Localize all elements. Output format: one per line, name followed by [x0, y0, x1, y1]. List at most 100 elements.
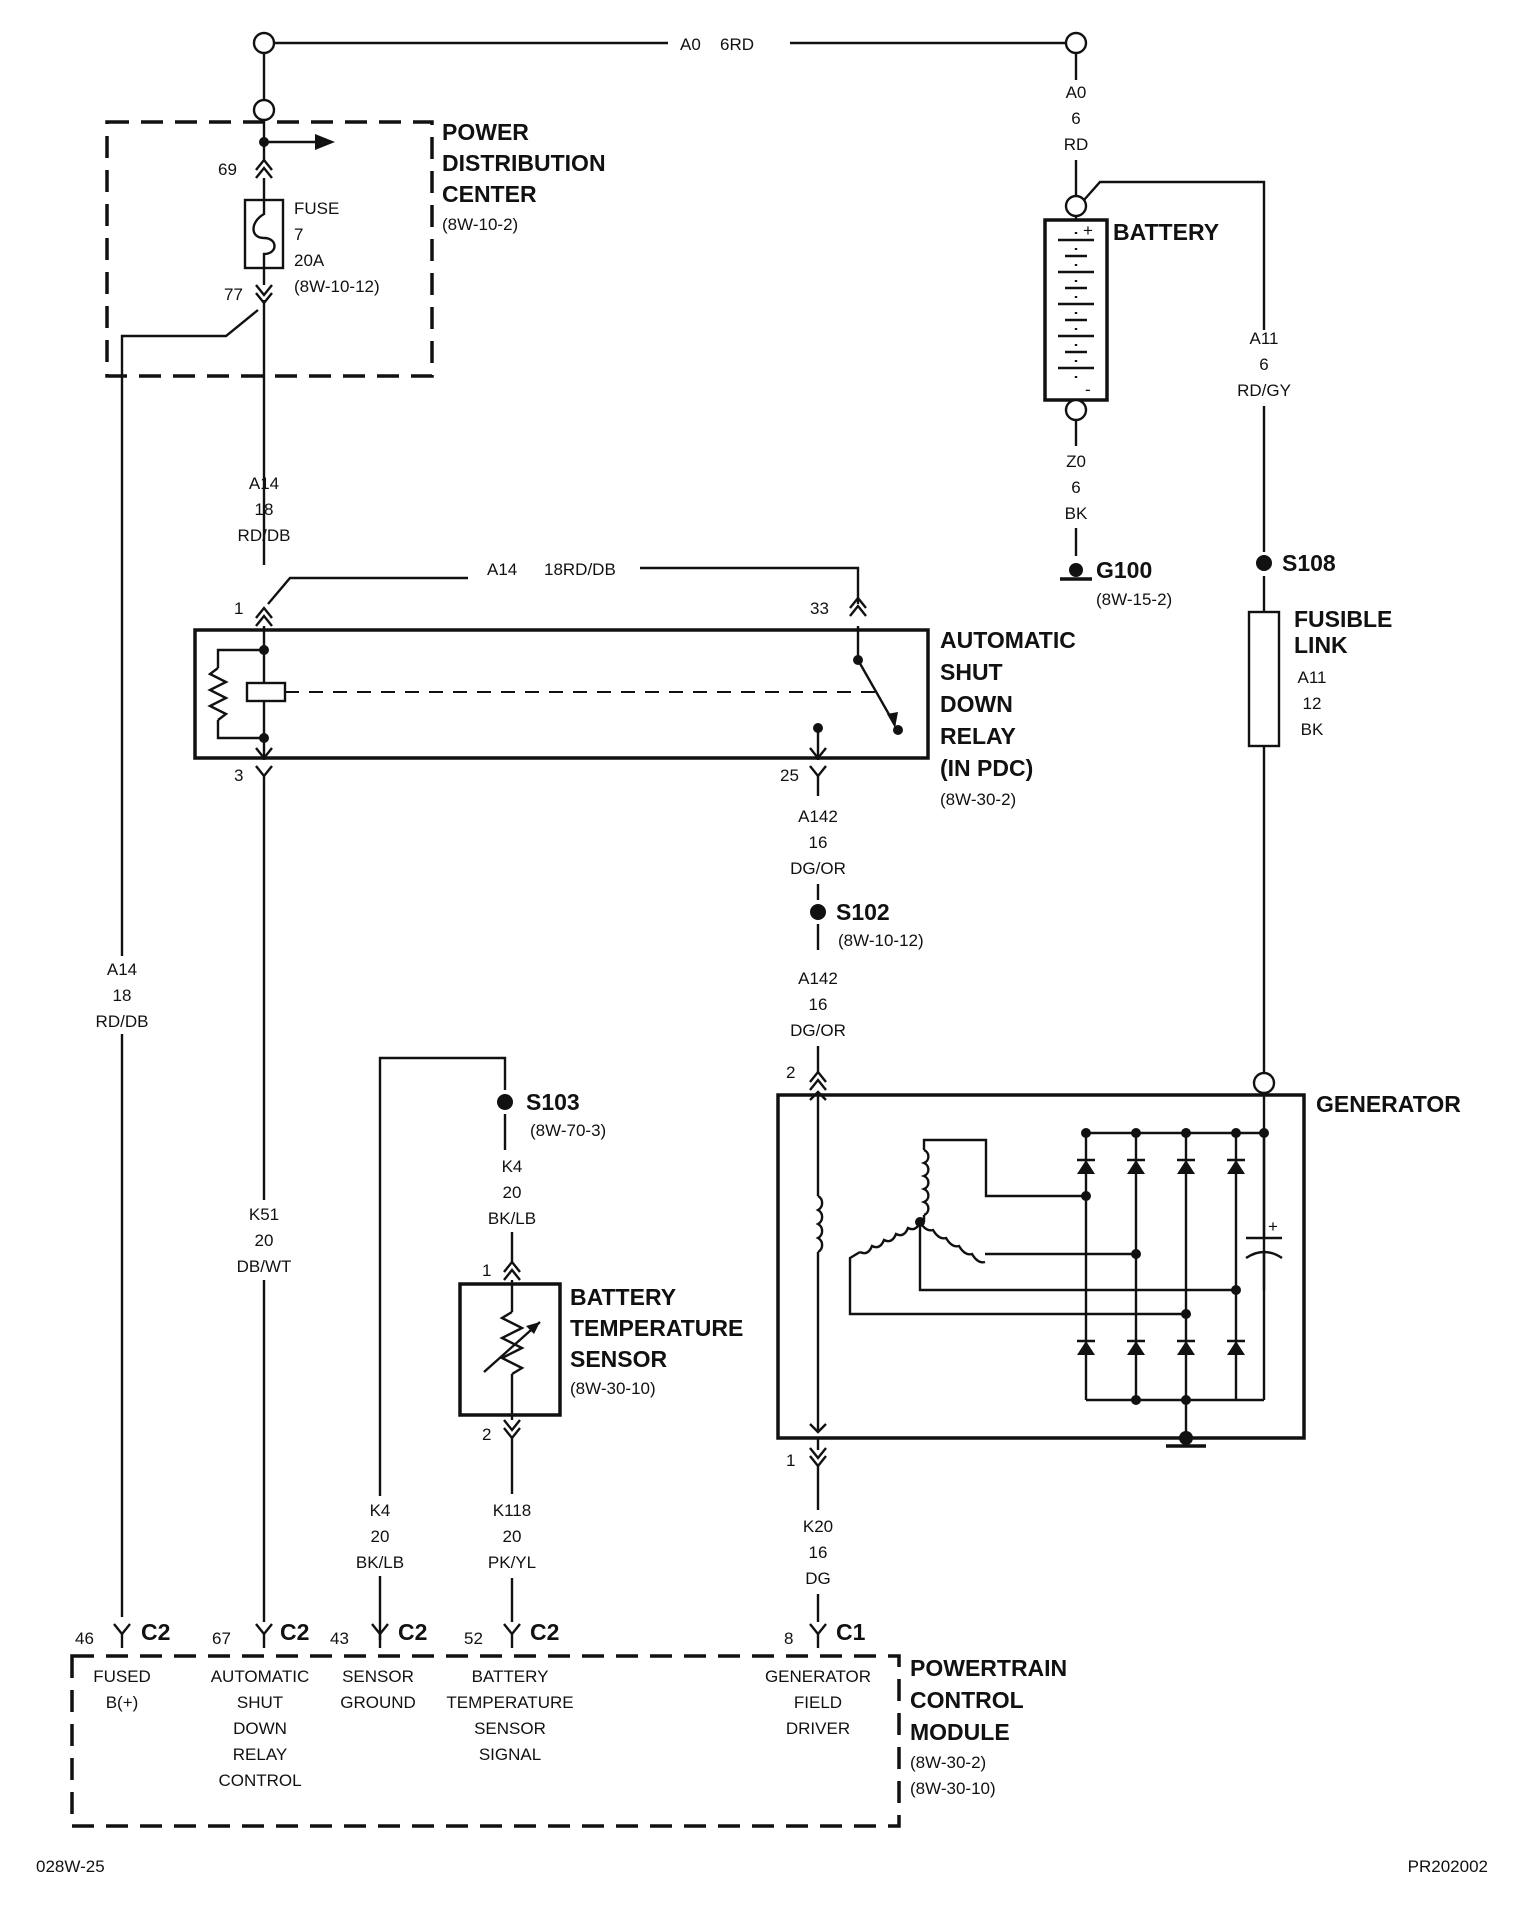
relay-switch-icon	[813, 626, 903, 760]
s108-title: S108	[1282, 550, 1336, 576]
relay-coil-icon	[207, 626, 287, 760]
z0-color: BK	[1065, 504, 1088, 523]
power-distribution-center: 69 FUSE 7 20A (8W-10-12) 77 POWER DISTRI…	[105, 98, 606, 1617]
a11-circuit: A11	[1250, 329, 1279, 348]
svg-text:GENERATOR: GENERATOR	[765, 1667, 871, 1686]
svg-text:AUTOMATIC: AUTOMATIC	[211, 1667, 310, 1686]
bts-pin-2: 2	[482, 1425, 491, 1444]
splice-s102-icon	[810, 904, 826, 920]
k4-lower-color: BK/LB	[356, 1553, 404, 1572]
k51-color: DB/WT	[237, 1257, 292, 1276]
k51-gauge: 20	[255, 1231, 274, 1250]
wire-a0-top: A0 6RD	[252, 31, 1088, 100]
g100-title: G100	[1096, 557, 1152, 583]
asd-title-1: AUTOMATIC	[940, 627, 1076, 653]
wire-k51: K51 20 DB/WT	[236, 776, 294, 1622]
a142-upper-gauge: 16	[809, 833, 828, 852]
relay-box	[193, 628, 930, 760]
splice-s108-icon	[1256, 555, 1272, 571]
pdc-title-3: CENTER	[442, 181, 537, 207]
svg-text:C2: C2	[280, 1619, 309, 1645]
svg-text:SIGNAL: SIGNAL	[479, 1745, 541, 1764]
wire-a0-spec: 6RD	[720, 35, 754, 54]
cap-plus: +	[1268, 1217, 1278, 1236]
pcm-pin-46: 46 C2 FUSED B(+)	[75, 1619, 170, 1712]
generator-ground-icon	[1166, 1400, 1206, 1448]
field-winding-icon	[809, 1090, 827, 1434]
wire-k118: K118 20 PK/YL	[488, 1438, 536, 1622]
gen-pin-2: 2	[786, 1063, 795, 1082]
pdc-title-1: POWER	[442, 119, 529, 145]
capacitor-icon	[1245, 1133, 1283, 1290]
fusible-link-circuit: A11 6 RD/GY S108 FUSIBLE LINK A11 12 BK	[1237, 329, 1392, 1095]
k51-circuit: K51	[249, 1205, 279, 1224]
k4-upper-color: BK/LB	[488, 1209, 536, 1228]
pcm-pin-8: 8 C1 GENERATOR FIELD DRIVER	[765, 1619, 871, 1738]
pcm-pin-67: 67 C2 AUTOMATIC SHUT DOWN RELAY CONTROL	[211, 1619, 310, 1790]
a14-upper-color: RD/DB	[238, 526, 291, 545]
asd-title-2: SHUT	[940, 659, 1003, 685]
k118-gauge: 20	[503, 1527, 522, 1546]
a142-upper-circuit: A142	[798, 807, 838, 826]
svg-text:SENSOR: SENSOR	[342, 1667, 414, 1686]
k4-lower-circuit: K4	[370, 1501, 391, 1520]
svg-text:C2: C2	[530, 1619, 559, 1645]
fuse-number: 7	[294, 225, 303, 244]
k20-circuit: K20	[803, 1517, 833, 1536]
svg-text:C2: C2	[141, 1619, 170, 1645]
a142-upper-color: DG/OR	[790, 859, 846, 878]
asd-pin-25: 25	[780, 766, 799, 785]
k4-upper-circuit: K4	[502, 1157, 523, 1176]
a14-upper-gauge: 18	[255, 500, 274, 519]
bts-ref: (8W-30-10)	[570, 1379, 656, 1398]
stator-winding-icon	[848, 1138, 1236, 1316]
svg-text:46: 46	[75, 1629, 94, 1648]
pcm-pin-43: 43 C2 SENSOR GROUND	[330, 1619, 427, 1712]
svg-text:GROUND: GROUND	[340, 1693, 416, 1712]
fuse-pin-69: 69	[218, 160, 237, 179]
pcm-title-1: POWERTRAIN	[910, 1655, 1067, 1681]
svg-text:C2: C2	[398, 1619, 427, 1645]
s103-title: S103	[526, 1089, 580, 1115]
svg-text:43: 43	[330, 1629, 349, 1648]
s102-title: S102	[836, 899, 890, 925]
ground-g100-icon	[1060, 563, 1092, 581]
fusible-link-gauge: 12	[1303, 694, 1322, 713]
asd-pin-33: 33	[810, 599, 829, 618]
a14-left-circuit: A14	[107, 960, 137, 979]
battery-title: BATTERY	[1113, 219, 1219, 245]
a142-lower-color: DG/OR	[790, 1021, 846, 1040]
svg-text:SHUT: SHUT	[237, 1693, 283, 1712]
pcm-ref-1: (8W-30-2)	[910, 1753, 986, 1772]
z0-gauge: 6	[1071, 478, 1080, 497]
svg-text:C1: C1	[836, 1619, 866, 1645]
pcm-title-3: MODULE	[910, 1719, 1010, 1745]
svg-text:TEMPERATURE: TEMPERATURE	[446, 1693, 573, 1712]
a0-vert-color: RD	[1064, 135, 1089, 154]
svg-text:67: 67	[212, 1629, 231, 1648]
a14-upper-circuit: A14	[249, 474, 279, 493]
fuse-rating: 20A	[294, 251, 325, 270]
a11-gauge: 6	[1259, 355, 1268, 374]
fusible-link-title-2: LINK	[1294, 632, 1348, 658]
asd-pin-1: 1	[234, 599, 243, 618]
wire-a142: A142 16 DG/OR S102 (8W-10-12) A142 16 DG…	[790, 776, 924, 1072]
wire-a14-left: A14 18 RD/DB	[90, 956, 156, 1034]
k4-upper-gauge: 20	[503, 1183, 522, 1202]
z0-circuit: Z0	[1066, 452, 1086, 471]
svg-text:CONTROL: CONTROL	[218, 1771, 301, 1790]
a0-vert-circuit: A0	[1066, 83, 1087, 102]
generator: 2	[776, 1063, 1461, 1470]
battery-temperature-sensor: 1 2 BATTERY TEMPERATURE SENSOR (8W-30-10…	[458, 1260, 743, 1444]
asd-title-4: RELAY	[940, 723, 1016, 749]
k118-color: PK/YL	[488, 1553, 536, 1572]
wire-a14-upper: A14 18 RD/DB	[238, 474, 291, 545]
powertrain-control-module: 46 C2 FUSED B(+) 67 C2 AUTOMATIC SHUT DO…	[70, 1619, 1067, 1828]
svg-text:DOWN: DOWN	[233, 1719, 287, 1738]
generator-title: GENERATOR	[1316, 1091, 1461, 1117]
wire-k20: K20 16 DG	[803, 1466, 833, 1622]
gen-pin-1: 1	[786, 1451, 795, 1470]
footer-right-code: PR202002	[1408, 1857, 1488, 1876]
svg-text:BATTERY: BATTERY	[472, 1667, 549, 1686]
